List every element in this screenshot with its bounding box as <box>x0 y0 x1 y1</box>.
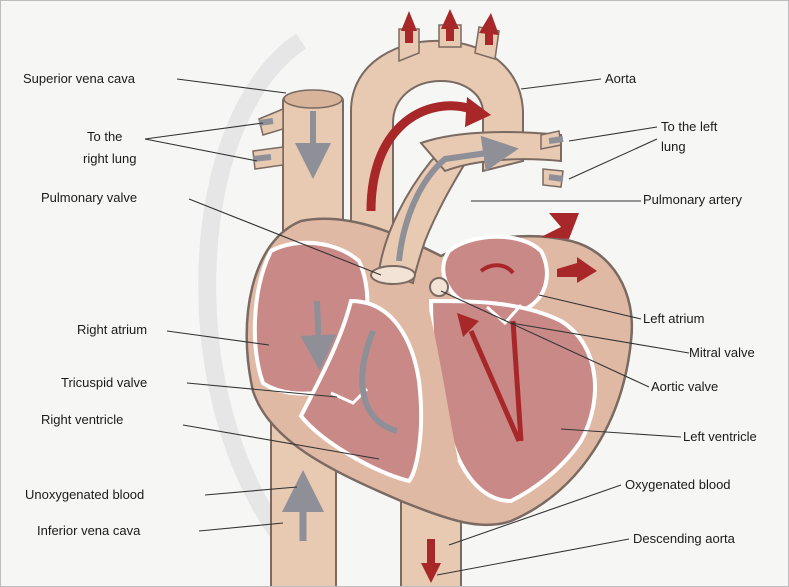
label-to-right-lung-line2: right lung <box>83 151 136 167</box>
label-mitral-valve: Mitral valve <box>689 345 755 361</box>
label-to-left-lung-line1: To the left <box>661 119 717 135</box>
label-pulmonary-artery: Pulmonary artery <box>643 192 742 208</box>
label-pulmonary-valve: Pulmonary valve <box>41 190 137 206</box>
label-aortic-valve: Aortic valve <box>651 379 718 395</box>
label-to-right-lung-line1: To the <box>87 129 122 145</box>
label-oxygenated-blood: Oxygenated blood <box>625 477 731 493</box>
label-unoxygenated-blood: Unoxygenated blood <box>25 487 144 503</box>
right-atrium-flow <box>317 301 319 353</box>
descending-aorta-shaft <box>427 539 435 565</box>
label-to-left-lung-line2: lung <box>661 139 686 155</box>
pulmonary-valve-ring <box>371 266 415 284</box>
label-left-atrium: Left atrium <box>643 311 704 327</box>
label-descending-aorta: Descending aorta <box>633 531 735 547</box>
label-tricuspid-valve: Tricuspid valve <box>61 375 147 391</box>
aorta-exit-shaft-2 <box>446 27 454 41</box>
left-lung-arrow-lower <box>549 177 563 179</box>
label-superior-vena-cava: Superior vena cava <box>23 71 135 87</box>
aorta-exit-shaft-1 <box>405 29 413 43</box>
pulmonary-vein-arrow-upper <box>541 213 579 239</box>
left-lung-arrow-upper <box>549 139 563 141</box>
superior-vena-cava-opening <box>284 90 342 108</box>
aorta-exit-arrow-2 <box>441 9 459 29</box>
label-inferior-vena-cava: Inferior vena cava <box>37 523 140 539</box>
right-lung-arrow-upper <box>259 121 273 123</box>
label-right-atrium: Right atrium <box>77 322 147 338</box>
label-right-ventricle: Right ventricle <box>41 412 123 428</box>
label-aorta: Aorta <box>605 71 636 87</box>
aorta-exit-shaft-3 <box>485 31 493 45</box>
right-lung-arrow-lower <box>253 157 271 159</box>
label-left-ventricle: Left ventricle <box>683 429 757 445</box>
aorta-exit-arrow-1 <box>401 11 417 31</box>
